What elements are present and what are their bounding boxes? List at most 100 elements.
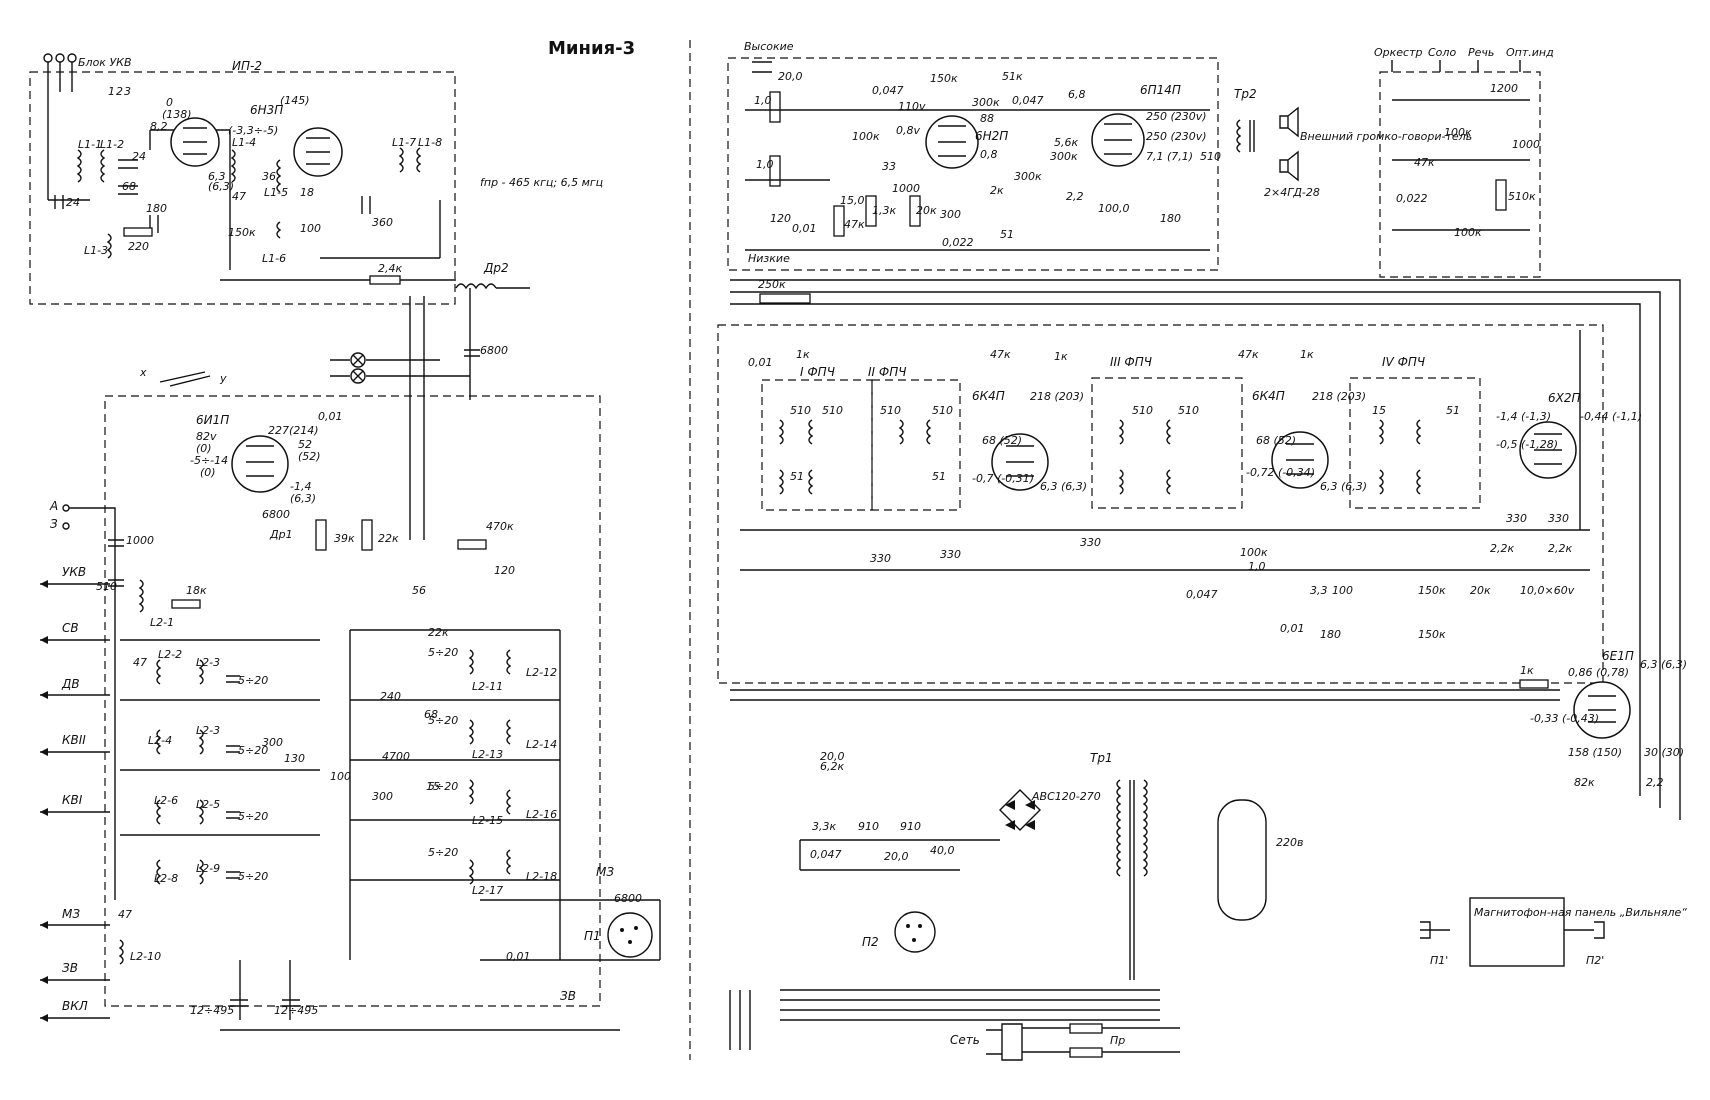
band-label-kv2: КВII [62,733,86,747]
svg-text:1к: 1к [1054,350,1068,363]
tube-6n2p-label: 6Н2П [975,129,1008,143]
tube-6e1p-label: 6Е1П [1602,649,1634,663]
svg-text:6,3 (6,3): 6,3 (6,3) [1040,480,1087,493]
svg-text:L2-4: L2-4 [148,734,172,747]
tape-p1-label: П1' [1430,954,1448,967]
r-82k-label: 82к [1574,776,1595,789]
r-22k-label: 22к [378,532,399,545]
c-56-label: 56 [412,584,426,597]
r-51k-label: 51к [1002,70,1023,83]
variable-capacitors: 12÷495 12÷495 [190,960,620,1031]
tube-6x2p-label: 6Х2П [1548,391,1581,405]
svg-text:-0,33 (-0,43): -0,33 (-0,43) [1530,712,1599,725]
svg-text:510: 510 [790,404,811,417]
svg-text:2к: 2к [990,184,1004,197]
rf-block-boundary [104,395,601,1007]
p1-label: П1 [584,929,601,943]
svg-text:8,2: 8,2 [150,120,168,133]
r-39k-label: 39к [334,532,355,545]
c-20-0-label: 20,0 [778,70,803,83]
terminal-z-label: З [50,517,58,531]
svg-text:88: 88 [980,112,994,125]
rf-resistors: 39к 22к 470к 120 18к 56 [171,519,515,609]
svg-text:-0,7 (-0,31): -0,7 (-0,31) [972,472,1034,485]
svg-text:130: 130 [284,752,305,765]
svg-text:300к: 300к [1014,170,1042,183]
svg-text:(6,3): (6,3) [208,180,234,193]
svg-text:1к: 1к [1520,664,1534,677]
svg-text:6800: 6800 [614,892,642,905]
c-10-0-label: 10,0×60v [1520,584,1575,597]
svg-text:150к: 150к [228,226,256,239]
svg-text:100к: 100к [852,130,880,143]
c-0-022-label: 0,022 [1396,192,1428,205]
svg-text:y: y [219,372,227,385]
svg-text:220: 220 [128,240,149,253]
svg-text:1,0: 1,0 [756,158,774,171]
ifc-filters: I ФПЧ II ФПЧ III ФПЧ IV ФПЧ 0,01 1к 47к … [748,348,1481,565]
svg-text:L2-13: L2-13 [472,748,503,761]
svg-text:510: 510 [1200,150,1221,163]
svg-text:L1-5: L1-5 [264,186,288,199]
svg-text:(-3,3÷-5): (-3,3÷-5) [228,124,278,137]
svg-text:100к: 100к [1454,226,1482,239]
svg-text:0,047: 0,047 [810,848,842,861]
mains-plug: Сеть Пр [950,1023,1180,1061]
svg-text:0,01: 0,01 [792,222,817,235]
r-2-4k-label: 2,4к [378,262,402,275]
tr1-label: Тр1 [1090,751,1113,765]
svg-text:0,86 (0,78): 0,86 (0,78) [1568,666,1629,679]
svg-text:(0): (0) [200,466,216,479]
svg-text:330: 330 [940,548,961,561]
svg-text:L1-7: L1-7 [392,136,416,149]
svg-text:3: 3 [124,85,131,98]
svg-text:L1-6: L1-6 [262,252,286,265]
svg-text:(145): (145) [280,94,310,107]
svg-text:30 (30): 30 (30) [1644,746,1684,759]
c-120-label: 120 [494,564,515,577]
svg-text:68 (52): 68 (52) [982,434,1022,447]
svg-text:(52): (52) [298,450,321,463]
ipf-frequency-note: fпр - 465 кгц; 6,5 мгц [480,176,603,189]
c-12-495-label-1: 12÷495 [190,1004,234,1017]
c-1200-label: 1200 [1490,82,1518,95]
svg-text:100к: 100к [1240,546,1268,559]
bus-wires [729,279,1681,1050]
svg-text:2: 2 [116,85,123,98]
r-910-label: 910 [858,820,879,833]
band-label-sv: СВ [62,621,79,635]
c-4700-label: 4700 [382,750,410,763]
diagram-title: Миния-3 [548,38,635,59]
tube-6k4p-2-label: 6К4П [1252,389,1285,403]
tape-p2-label: П2' [1586,954,1604,967]
tube-6i1p: 6И1П 82v(0) -5÷-14(0) 227(214)52(52) -1,… [190,410,343,541]
svg-text:0,047: 0,047 [1186,588,1218,601]
r-5-6k-label: 5,6к [1054,136,1078,149]
speaker-model-label: 2×4ГД-28 [1264,186,1320,199]
tube-6x2p: 6Х2П -1,4 (-1,3)-0,5 (-1,28) -0,44 (-1,1… [1496,391,1642,525]
svg-text:L2-14: L2-14 [526,738,557,751]
svg-text:-0,72 (-0,34): -0,72 (-0,34) [1246,466,1315,479]
svg-text:6800: 6800 [262,508,290,521]
mode-optind-label: Опт.инд [1506,46,1554,59]
svg-text:47к: 47к [1238,348,1259,361]
svg-text:51: 51 [790,470,804,483]
mains-label: Сеть [950,1033,980,1047]
svg-text:1: 1 [108,85,115,98]
svg-text:330: 330 [870,552,891,565]
ifc-label-2: II ФПЧ [868,365,906,379]
svg-text:5÷20: 5÷20 [428,780,458,793]
svg-text:0: 0 [166,96,173,109]
tube-6e1p: 6Е1П 0,86 (0,78)6,3 (6,3) -0,33 (-0,43) … [1519,649,1687,789]
svg-text:47: 47 [232,190,246,203]
svg-text:110v: 110v [898,100,926,113]
band-label-ukv: УКВ [62,565,86,579]
svg-text:L2-3: L2-3 [196,656,220,669]
ip2-block-label: ИП-2 [232,59,262,73]
mode-switch-block-boundary [1379,71,1541,278]
